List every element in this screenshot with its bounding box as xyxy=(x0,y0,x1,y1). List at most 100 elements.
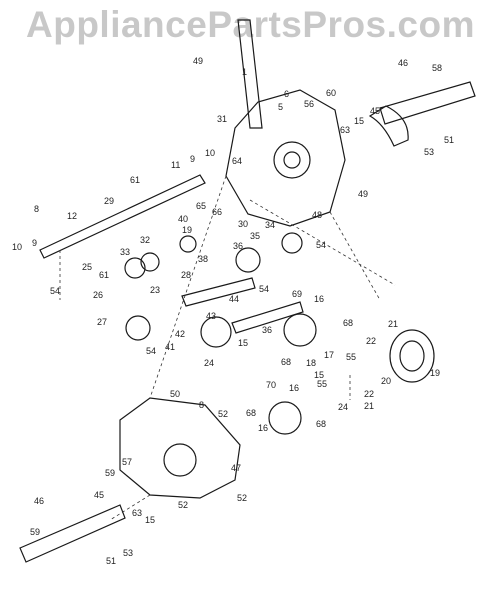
part-number-label: 40 xyxy=(178,214,188,224)
part-number-label: 36 xyxy=(262,325,272,335)
part-number-label: 17 xyxy=(324,350,334,360)
part-number-label: 8 xyxy=(199,400,204,410)
gear-32 xyxy=(140,252,160,272)
part-number-label: 16 xyxy=(314,294,324,304)
part-number-label: 54 xyxy=(146,346,156,356)
part-number-label: 48 xyxy=(312,210,322,220)
part-number-label: 30 xyxy=(238,219,248,229)
part-number-label: 33 xyxy=(120,247,130,257)
shaft-28 xyxy=(181,277,256,307)
part-number-label: 61 xyxy=(130,175,140,185)
part-number-label: 55 xyxy=(346,352,356,362)
part-number-label: 53 xyxy=(424,147,434,157)
part-number-label: 18 xyxy=(306,358,316,368)
part-number-label: 19 xyxy=(182,225,192,235)
part-number-label: 70 xyxy=(266,380,276,390)
gear-43 xyxy=(200,316,232,348)
part-number-label: 21 xyxy=(364,401,374,411)
part-number-label: 63 xyxy=(340,125,350,135)
part-number-label: 32 xyxy=(140,235,150,245)
part-number-label: 5 xyxy=(278,102,283,112)
part-number-label: 41 xyxy=(165,342,175,352)
part-number-label: 51 xyxy=(106,556,116,566)
part-number-label: 15 xyxy=(145,515,155,525)
part-number-label: 68 xyxy=(281,357,291,367)
gear-36 xyxy=(235,247,261,273)
part-number-label: 42 xyxy=(175,329,185,339)
part-number-label: 52 xyxy=(178,500,188,510)
part-number-label: 49 xyxy=(193,56,203,66)
part-number-label: 10 xyxy=(205,148,215,158)
part-number-label: 8 xyxy=(34,204,39,214)
part-number-label: 54 xyxy=(259,284,269,294)
part-number-label: 60 xyxy=(326,88,336,98)
part-number-label: 63 xyxy=(132,508,142,518)
lower-housing xyxy=(119,397,241,499)
part-number-label: 10 xyxy=(12,242,22,252)
shaft-44 xyxy=(231,301,304,334)
part-number-label: 12 xyxy=(67,211,77,221)
part-number-label: 27 xyxy=(97,317,107,327)
part-number-label: 45 xyxy=(94,490,104,500)
part-number-label: 49 xyxy=(358,189,368,199)
ring-gear-19 xyxy=(389,329,435,383)
part-number-label: 36 xyxy=(233,241,243,251)
upper-axle xyxy=(379,81,476,125)
part-number-label: 21 xyxy=(388,319,398,329)
part-number-label: 61 xyxy=(99,270,109,280)
part-number-label: 6 xyxy=(284,89,289,99)
gear-27 xyxy=(125,315,151,341)
part-number-label: 59 xyxy=(30,527,40,537)
part-number-label: 20 xyxy=(381,376,391,386)
part-number-label: 25 xyxy=(82,262,92,272)
part-number-label: 69 xyxy=(292,289,302,299)
part-number-label: 44 xyxy=(229,294,239,304)
part-number-label: 38 xyxy=(198,254,208,264)
part-number-label: 15 xyxy=(238,338,248,348)
part-number-label: 55 xyxy=(317,379,327,389)
part-number-label: 28 xyxy=(181,270,191,280)
left-upper-shaft xyxy=(39,174,206,259)
part-number-label: 9 xyxy=(190,154,195,164)
part-number-label: 64 xyxy=(232,156,242,166)
lower-axle xyxy=(19,504,126,563)
part-number-label: 54 xyxy=(50,286,60,296)
part-number-label: 52 xyxy=(218,409,228,419)
part-number-label: 24 xyxy=(204,358,214,368)
part-number-label: 52 xyxy=(237,493,247,503)
part-number-label: 11 xyxy=(171,160,180,170)
part-number-label: 19 xyxy=(430,368,440,378)
part-number-label: 15 xyxy=(314,370,324,380)
part-number-label: 45 xyxy=(370,106,380,116)
part-number-label: 16 xyxy=(289,383,299,393)
part-number-label: 51 xyxy=(444,135,454,145)
part-number-label: 34 xyxy=(265,220,275,230)
part-number-label: 56 xyxy=(304,99,314,109)
part-number-label: 22 xyxy=(366,336,376,346)
part-number-label: 26 xyxy=(93,290,103,300)
part-number-label: 59 xyxy=(105,468,115,478)
part-number-label: 31 xyxy=(217,114,227,124)
part-number-label: 24 xyxy=(338,402,348,412)
part-number-label: 57 xyxy=(122,457,132,467)
part-number-label: 65 xyxy=(196,201,206,211)
part-number-label: 47 xyxy=(231,463,241,473)
part-number-label: 35 xyxy=(250,231,260,241)
part-number-label: 9 xyxy=(32,238,37,248)
part-number-label: 68 xyxy=(343,318,353,328)
vertical-shaft xyxy=(237,19,263,129)
gear-40 xyxy=(179,235,197,253)
part-number-label: 66 xyxy=(212,207,222,217)
upper-housing-bore xyxy=(273,141,311,179)
part-number-label: 68 xyxy=(316,419,326,429)
part-number-label: 15 xyxy=(354,116,364,126)
part-number-label: 22 xyxy=(364,389,374,399)
part-number-label: 68 xyxy=(246,408,256,418)
gear-33 xyxy=(124,257,146,279)
part-number-label: 1 xyxy=(242,67,247,77)
part-number-label: 23 xyxy=(150,285,160,295)
part-number-label: 46 xyxy=(398,58,408,68)
upper-housing xyxy=(225,89,346,227)
part-number-label: 54 xyxy=(316,240,326,250)
